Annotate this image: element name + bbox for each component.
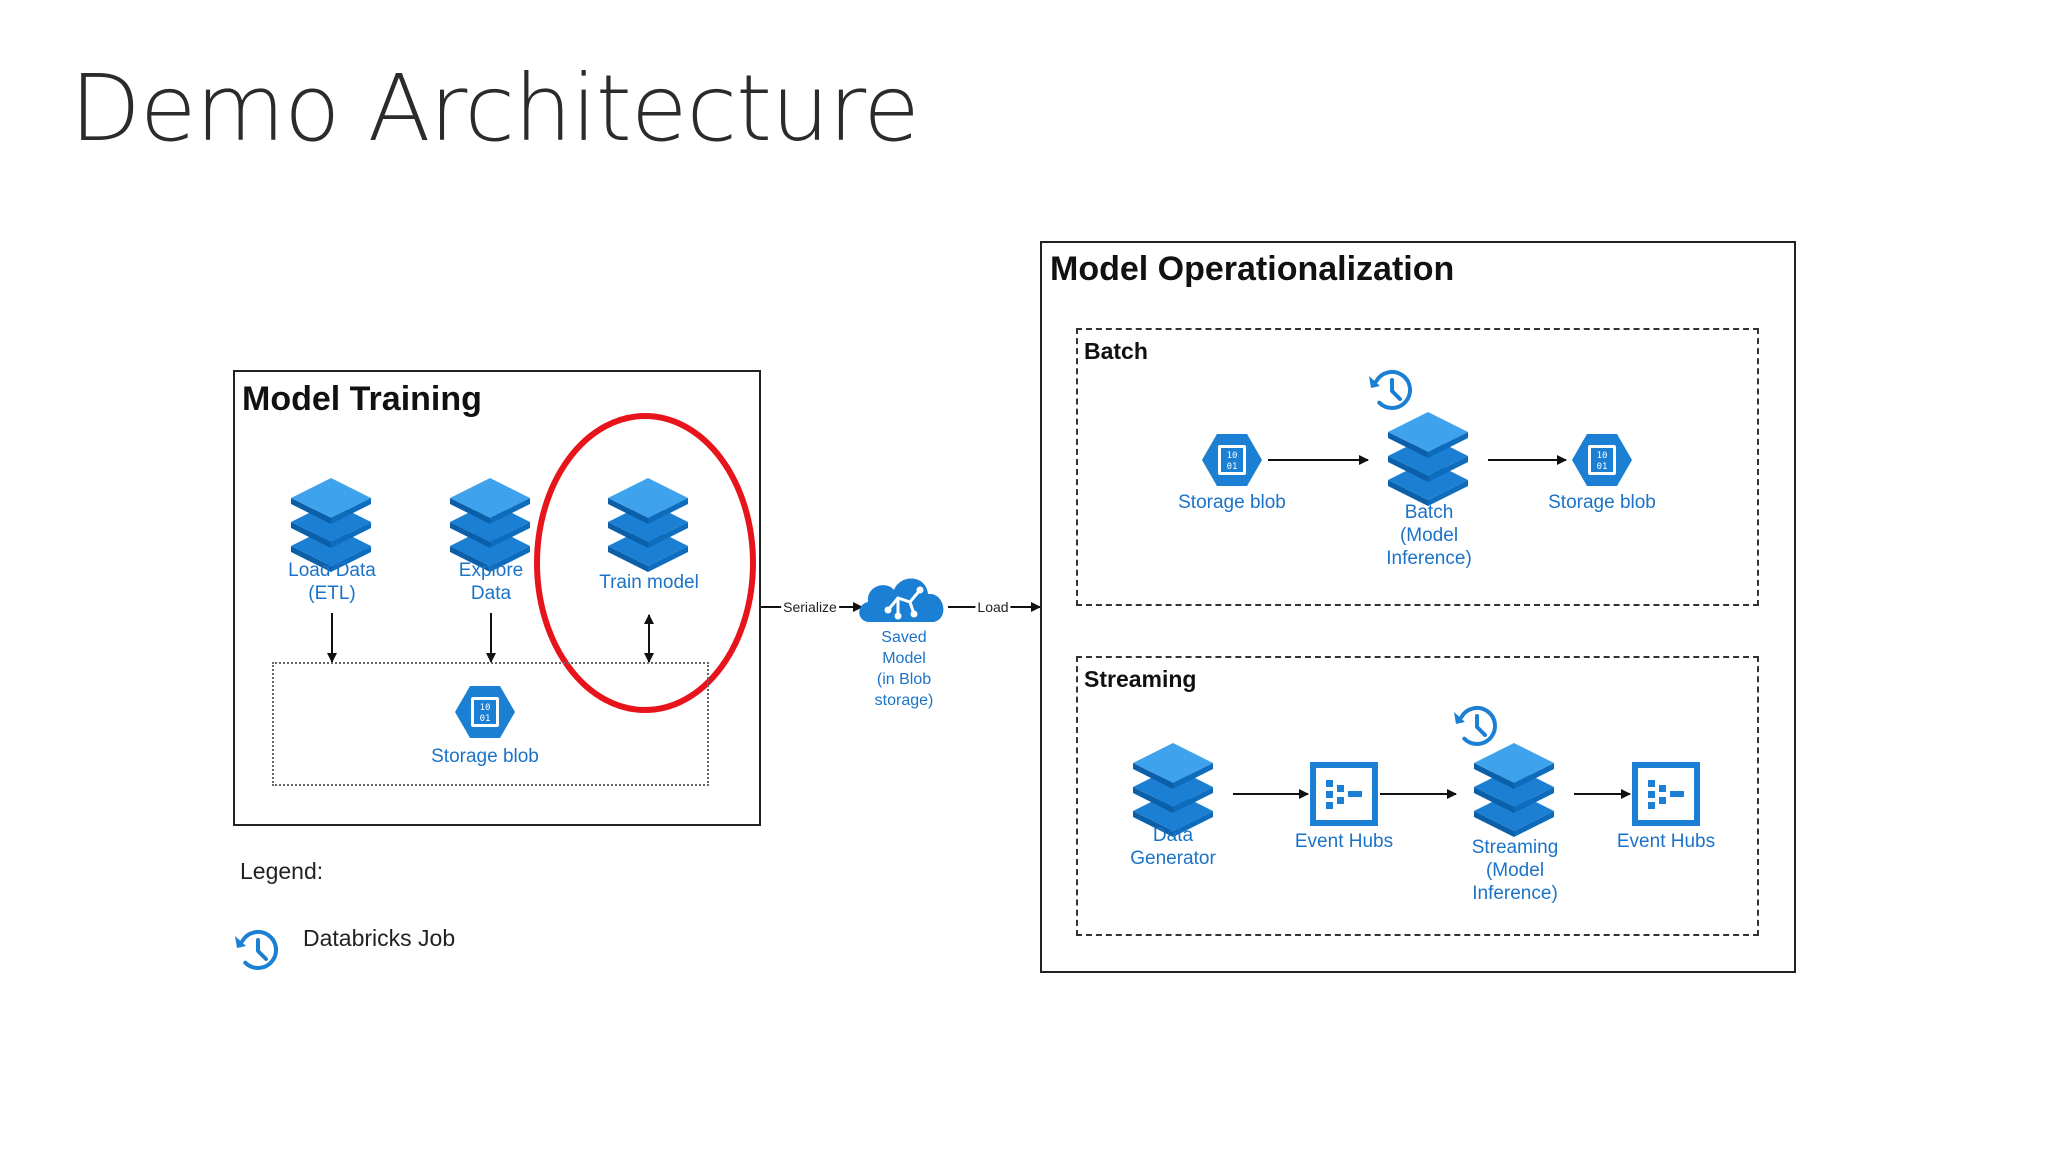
training-storage-blob-label: Storage blob — [431, 746, 539, 767]
event-hubs-out-label: Event Hubs — [1616, 831, 1716, 852]
data-generator-label: Data Generator — [1130, 825, 1216, 869]
model-training-box — [233, 370, 761, 826]
streaming-box — [1076, 656, 1759, 936]
load-label: Load — [975, 599, 1011, 615]
batch-output-storage-blob-label: Storage blob — [1548, 492, 1656, 513]
page-title: Demo Architecture — [70, 55, 920, 162]
train-model-highlight-circle — [534, 413, 756, 713]
train-model-label: Train model — [599, 572, 699, 593]
saved-model-cloud-icon — [857, 576, 945, 624]
load-data-label: Load Data (ETL) — [288, 560, 376, 604]
explore-data-label: Explore Data — [458, 560, 524, 604]
serialize-label: Serialize — [781, 599, 839, 615]
streaming-title: Streaming — [1084, 666, 1197, 692]
model-training-title: Model Training — [242, 380, 482, 418]
batch-inference-label: Batch (Model Inference) — [1386, 502, 1472, 569]
batch-input-storage-blob-label: Storage blob — [1178, 492, 1286, 513]
legend-databricks-job-icon — [233, 929, 279, 970]
model-operationalization-title: Model Operationalization — [1050, 250, 1455, 288]
legend-databricks-job-label: Databricks Job — [303, 925, 456, 951]
streaming-inference-label: Streaming (Model Inference) — [1471, 837, 1559, 904]
legend-title: Legend: — [240, 858, 324, 884]
batch-box — [1076, 328, 1759, 606]
saved-model-label: Saved Model (in Blob storage) — [874, 629, 934, 709]
event-hubs-in-label: Event Hubs — [1294, 831, 1394, 852]
training-storage-area — [272, 662, 709, 786]
model-operationalization-box — [1040, 241, 1796, 973]
batch-title: Batch — [1084, 338, 1148, 364]
